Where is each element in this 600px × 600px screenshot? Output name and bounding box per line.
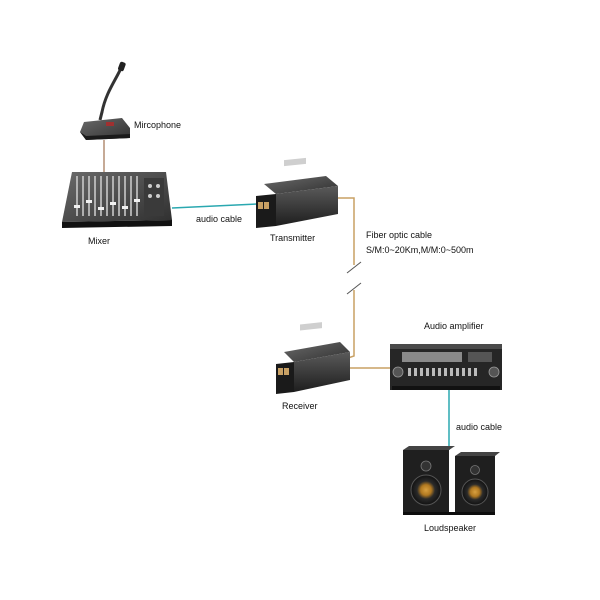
fiber-title-label: Fiber optic cable	[366, 230, 433, 240]
audio-cable-label-2: audio cable	[456, 422, 503, 432]
audio-amplifier-device	[390, 344, 502, 390]
audio-cable-label-1: audio cable	[196, 214, 243, 224]
mixer-device	[62, 172, 172, 228]
receiver-device	[276, 322, 350, 394]
fiber-break-mark	[346, 282, 362, 295]
fiber-optic-cable	[335, 197, 355, 265]
fiber-spec-label: S/M:0~20Km,M/M:0~500m	[366, 245, 474, 255]
mixer-label: Mixer	[88, 236, 110, 246]
transmitter-device	[256, 157, 338, 228]
transmitter-label: Transmitter	[270, 233, 316, 243]
amplifier-label: Audio amplifier	[424, 321, 484, 331]
loudspeaker-label: Loudspeaker	[424, 523, 477, 533]
fiber-break-mark	[346, 261, 362, 274]
microphone-label: Mircophone	[134, 120, 182, 130]
loudspeaker-device	[403, 446, 500, 515]
receiver-label: Receiver	[282, 401, 318, 411]
fiber-optic-cable-lower	[347, 290, 355, 359]
audio-cable-mixer-transmitter	[171, 203, 259, 209]
microphone-device	[80, 61, 130, 140]
